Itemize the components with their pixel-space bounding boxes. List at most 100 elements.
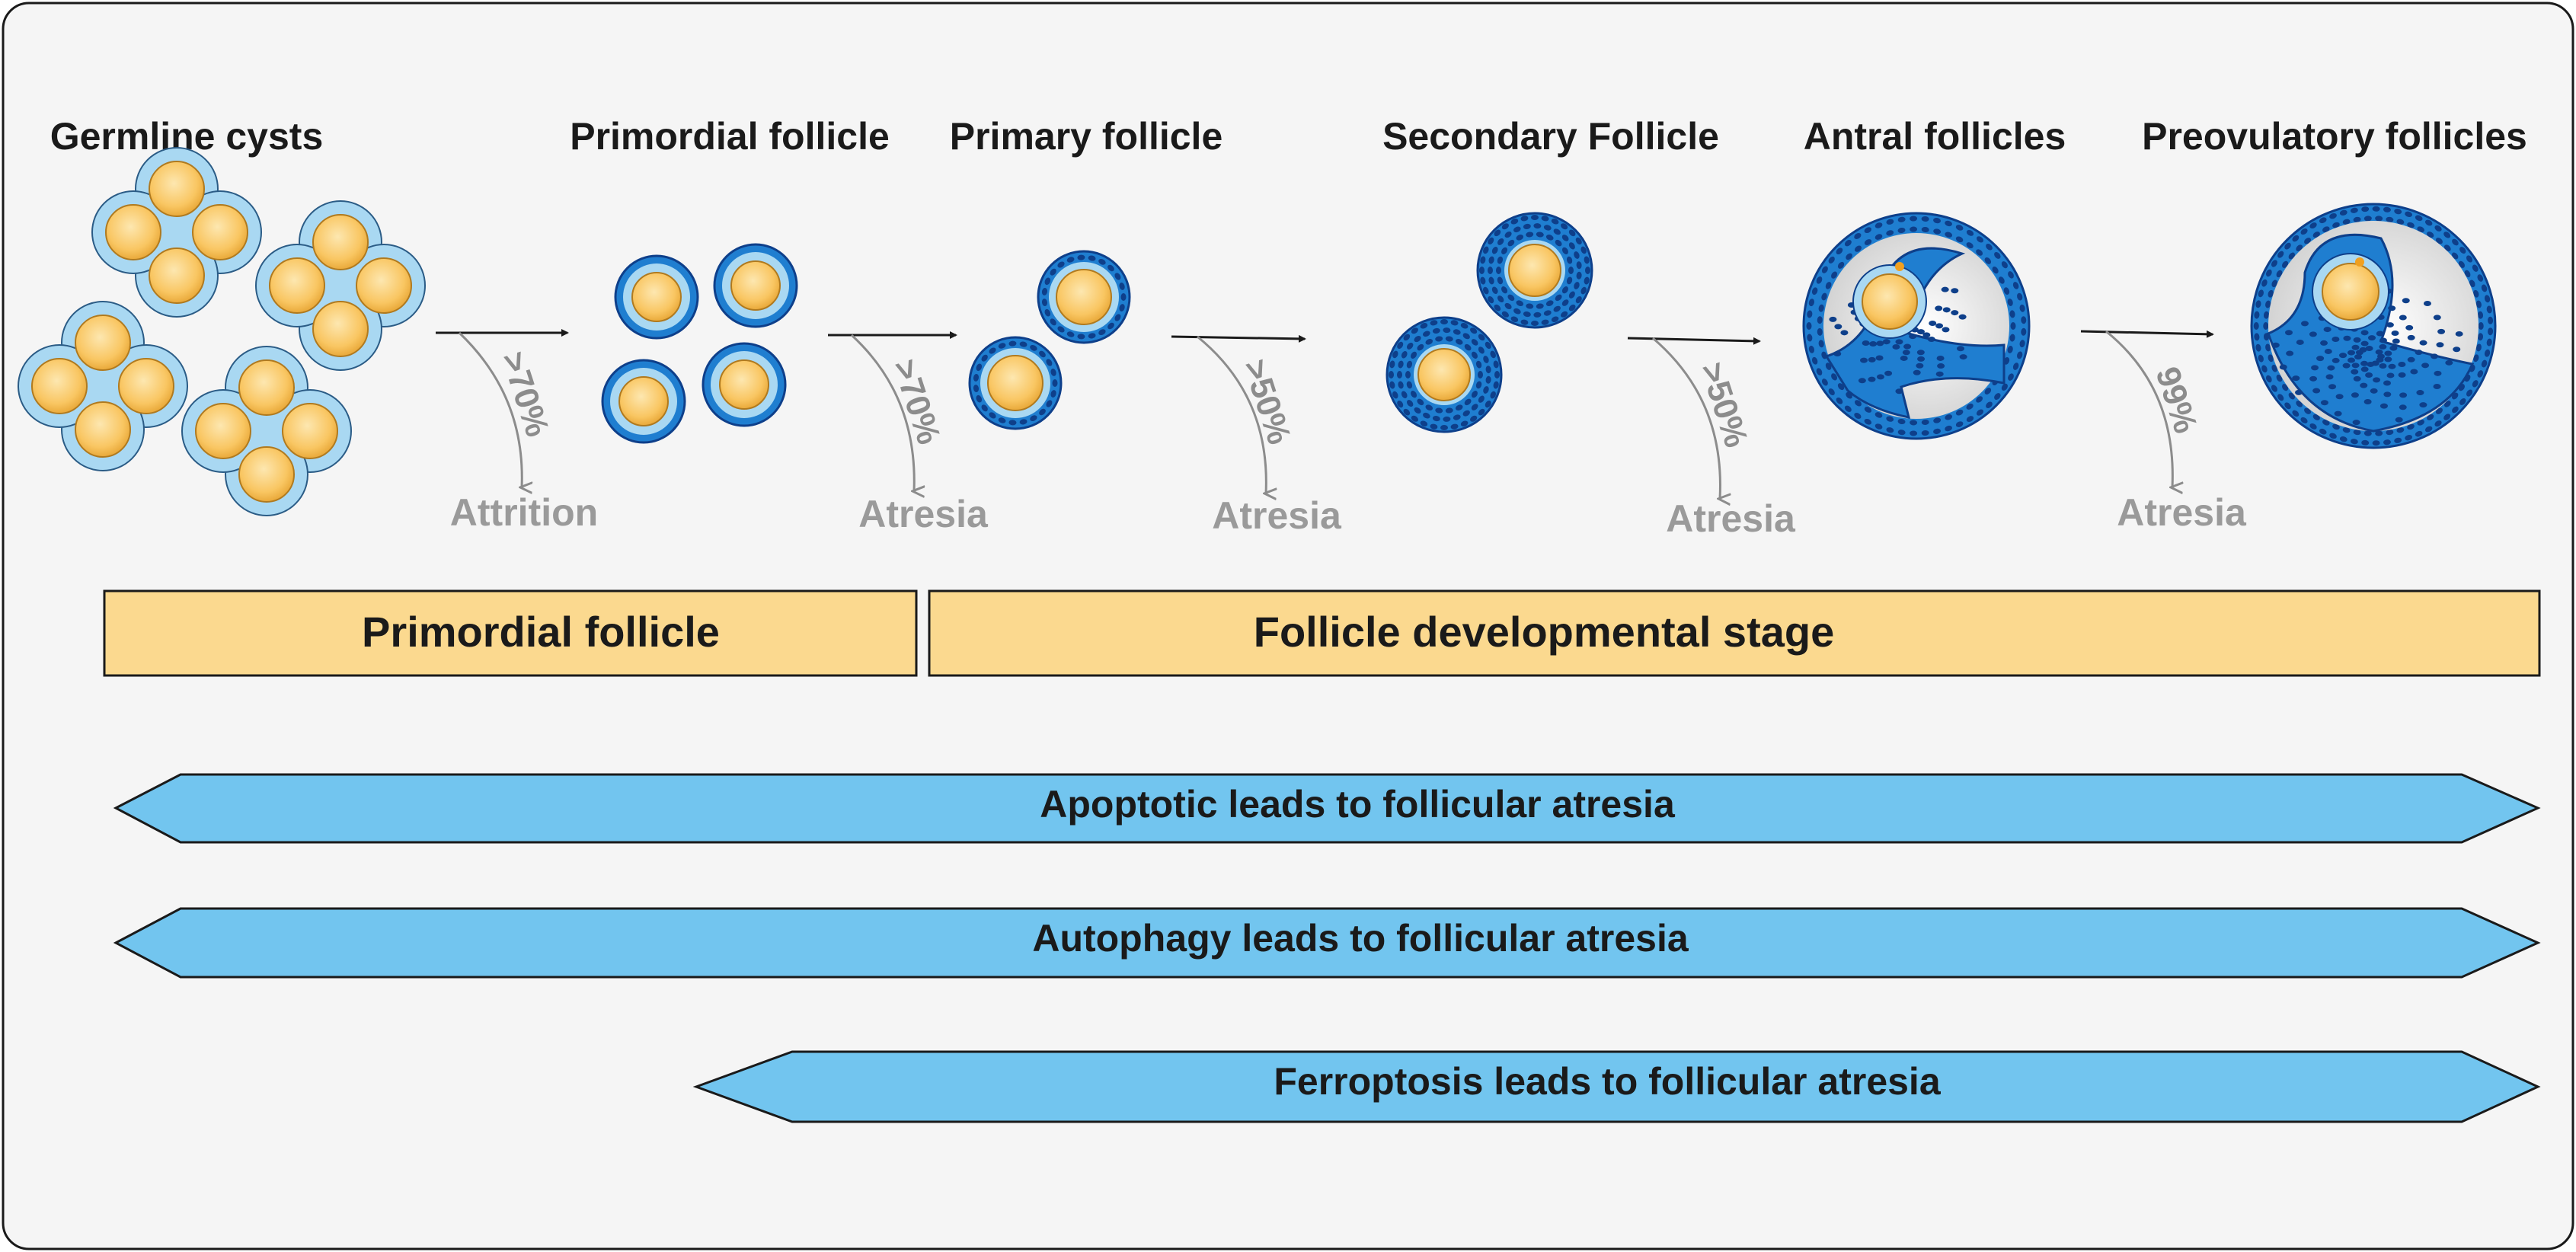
granulosa-nucleus <box>1483 286 1489 295</box>
granulosa-nucleus <box>1566 276 1573 285</box>
granulosa-nucleus <box>1868 376 1876 382</box>
granulosa-nucleus <box>1403 408 1411 416</box>
granulosa-nucleus <box>2402 298 2410 304</box>
granulosa-nucleus <box>2407 222 2415 228</box>
granulosa-nucleus <box>2372 206 2380 212</box>
granulosa-nucleus <box>2433 315 2441 321</box>
granulosa-nucleus <box>1046 359 1053 366</box>
granulosa-nucleus <box>2017 292 2023 301</box>
granulosa-nucleus <box>2466 255 2473 263</box>
granulosa-nucleus <box>2265 300 2271 308</box>
granulosa-nucleus <box>2417 419 2424 426</box>
granulosa-nucleus <box>1897 227 1906 234</box>
granulosa-nucleus <box>1864 418 1872 425</box>
granulosa-nucleus <box>1916 329 1925 335</box>
granulosa-nucleus <box>2396 427 2405 433</box>
loss-outcome-label: Atresia <box>1666 497 1796 540</box>
granulosa-nucleus <box>2417 226 2424 233</box>
granulosa-nucleus <box>1545 234 1554 241</box>
granulosa-nucleus <box>1913 369 1921 375</box>
granulosa-nucleus <box>1886 219 1894 225</box>
granulosa-nucleus <box>1397 371 1402 378</box>
granulosa-nucleus <box>1937 363 1945 369</box>
granulosa-nucleus <box>1401 351 1408 359</box>
granulosa-nucleus <box>1818 304 1824 312</box>
granulosa-nucleus <box>1494 304 1501 311</box>
granulosa-nucleus <box>1523 311 1531 318</box>
granulosa-nucleus <box>1825 282 1832 289</box>
cyst-cytoplasm <box>306 251 375 320</box>
granulosa-nucleus <box>2399 315 2407 321</box>
granulosa-nucleus <box>1864 407 1872 413</box>
oocyte <box>75 401 131 458</box>
granulosa-nucleus <box>2295 389 2303 395</box>
granulosa-nucleus <box>2363 398 2372 404</box>
granulosa-nucleus <box>2459 398 2466 405</box>
granulosa-nucleus <box>1513 226 1521 233</box>
granulosa-nucleus <box>1929 320 1937 326</box>
secondary-follicle-illustration <box>1385 212 1593 433</box>
granulosa-nucleus <box>2375 349 2383 355</box>
oocyte <box>1056 269 1112 325</box>
granulosa-nucleus <box>2472 264 2479 272</box>
granulosa-nucleus <box>1897 430 1906 436</box>
granulosa-nucleus <box>1414 335 1421 343</box>
granulosa-nucleus <box>2268 354 2274 363</box>
granulosa-nucleus <box>2398 362 2406 368</box>
granulosa-nucleus <box>2466 389 2473 397</box>
stage-title-secondary-follicle: Secondary Follicle <box>1382 115 1719 158</box>
granulosa-nucleus <box>2001 383 2008 391</box>
granulosa-nucleus <box>1464 398 1472 406</box>
granulosa-nucleus <box>1951 288 1959 294</box>
granulosa-nucleus <box>2300 417 2308 424</box>
granulosa-nucleus <box>2019 340 2025 348</box>
granulosa-nucleus <box>1462 333 1470 340</box>
granulosa-nucleus <box>2365 346 2373 352</box>
granulosa-nucleus <box>1836 397 1843 404</box>
granulosa-nucleus <box>2353 430 2361 436</box>
granulosa-nucleus <box>2367 335 2376 341</box>
granulosa-nucleus <box>2327 365 2335 371</box>
granulosa-nucleus <box>2437 328 2446 334</box>
granulosa-nucleus <box>1561 223 1568 230</box>
granulosa-nucleus <box>2415 430 2423 437</box>
primordial-follicle-illustration <box>601 243 798 444</box>
granulosa-nucleus <box>2332 222 2340 228</box>
granulosa-nucleus <box>1423 412 1430 419</box>
granulosa-nucleus <box>1414 407 1421 414</box>
granulosa-nucleus <box>1497 276 1504 285</box>
granulosa-nucleus <box>2359 347 2367 353</box>
granulosa-nucleus <box>1921 419 1929 425</box>
oocyte <box>282 403 338 459</box>
granulosa-nucleus <box>2339 209 2347 216</box>
granulosa-nucleus <box>1828 256 1835 263</box>
granulosa-nucleus <box>1485 375 1491 384</box>
granulosa-nucleus <box>973 373 980 382</box>
germline-cyst-illustration <box>18 147 426 516</box>
pathway-label: Autophagy leads to follicular atresia <box>1032 917 1689 960</box>
nucleolus <box>2355 257 2364 267</box>
granulosa-nucleus <box>2392 338 2400 344</box>
cyst-cytoplasm <box>232 397 301 465</box>
granulosa-nucleus <box>1430 423 1438 430</box>
granulosa-nucleus <box>1485 341 1491 349</box>
granulosa-nucleus <box>2434 420 2442 427</box>
granulosa-nucleus <box>1398 381 1404 389</box>
granulosa-nucleus <box>1493 381 1499 389</box>
granulosa-nucleus <box>2003 287 2010 295</box>
granulosa-nucleus <box>2410 369 2418 375</box>
granulosa-nucleus <box>2292 410 2300 417</box>
granulosa-nucleus <box>1868 356 1876 363</box>
granulosa-nucleus <box>1411 415 1418 422</box>
granulosa-nucleus <box>2383 380 2392 386</box>
granulosa-nucleus <box>1107 322 1114 330</box>
granulosa-nucleus <box>1999 276 2005 284</box>
granulosa-nucleus <box>1455 338 1463 345</box>
granulosa-nucleus <box>2383 391 2392 398</box>
granulosa-nucleus <box>2350 439 2358 445</box>
granulosa-nucleus <box>2379 343 2387 350</box>
granulosa-nucleus <box>2360 340 2369 347</box>
granulosa-nucleus <box>1568 304 1576 311</box>
granulosa-nucleus <box>2486 338 2492 347</box>
granulosa-nucleus <box>2265 343 2271 352</box>
